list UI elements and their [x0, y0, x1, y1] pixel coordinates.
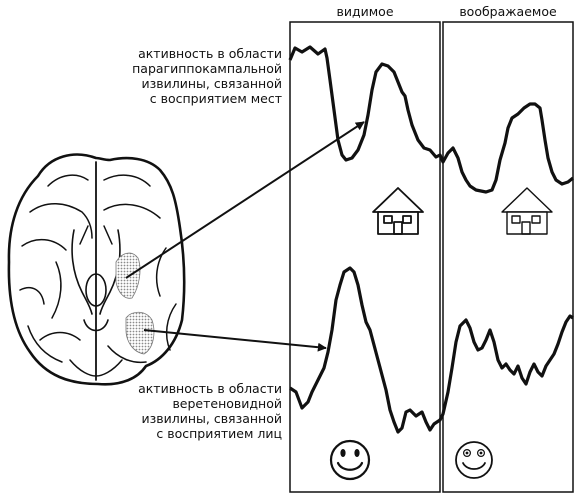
ffa-arrow [143, 329, 327, 352]
ppa-trace [288, 45, 574, 194]
ppa-activity-label: активность в области парагиппокампальной… [110, 46, 282, 106]
ppa-label-line-2: парагиппокампальной [132, 61, 282, 76]
ffa-label-line-1: активность в области [138, 381, 282, 396]
smiley-face-icon [329, 439, 371, 481]
ffa-label-line-3: извилины, связанной [141, 411, 282, 426]
house-icon [372, 187, 424, 235]
seen-panel [289, 21, 441, 493]
imagined-column-title: воображаемое [459, 4, 557, 19]
house-icon [501, 187, 553, 235]
ppa-label-line-3: извилины, связанной [141, 76, 282, 91]
smiley-face-icon [455, 441, 493, 479]
ppa-label-line-4: с восприятием мест [149, 91, 282, 106]
seen-column-title: видимое [336, 4, 394, 19]
ffa-label-line-2: веретеновидной [172, 396, 282, 411]
ppa-label-line-1: активность в области [138, 46, 282, 61]
brain-ventral-view-icon [7, 153, 186, 386]
imagined-panel [442, 21, 574, 493]
ffa-trace [289, 266, 574, 434]
ffa-label-line-4: с восприятием лиц [156, 426, 282, 441]
ffa-activity-label: активность в области веретеновидной изви… [110, 381, 282, 441]
ppa-arrow [125, 121, 365, 279]
